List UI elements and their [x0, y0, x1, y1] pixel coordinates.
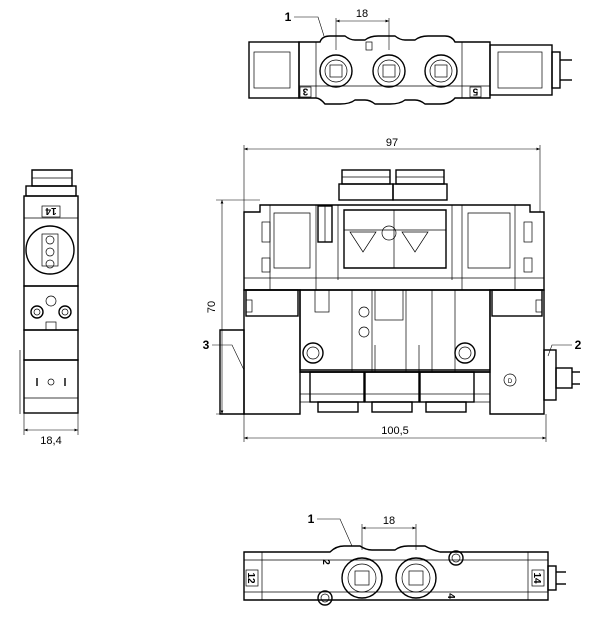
bottom-port-label-2: 2: [320, 559, 331, 565]
bottom-pitch-dimension: 18: [383, 515, 395, 527]
bottom-port-label-4: 4: [445, 593, 456, 599]
top-mark-5: 5: [472, 86, 478, 97]
front-manifold: [299, 289, 491, 373]
side-lower-body: [23, 329, 79, 361]
bottom-body: [243, 545, 549, 601]
front-callout-2: 2: [575, 338, 582, 352]
top-body: [298, 35, 491, 105]
front-callout-3: 3: [203, 338, 210, 352]
front-width-top-dimension: 97: [386, 137, 398, 149]
top-port-center: [372, 54, 406, 88]
front-width-bottom-dimension: 100,5: [381, 425, 409, 437]
bottom-mark-12: 12: [245, 572, 256, 584]
top-left-solenoid: [248, 41, 300, 99]
front-top-fittings: [338, 169, 448, 201]
side-solenoid: [23, 359, 79, 414]
front-bottom-fittings: [317, 401, 467, 413]
bottom-port-4: [395, 557, 437, 599]
bottom-mark-14: 14: [531, 572, 542, 584]
bottom-callout-1: 1: [308, 512, 315, 526]
top-mark-3: 3: [302, 86, 308, 97]
top-right-solenoid: [489, 44, 553, 96]
top-view: 3 5 18 1: [248, 8, 572, 105]
top-port-right: [424, 54, 458, 88]
front-lower-frame: [243, 289, 545, 415]
front-view: D 97 70 100,5 3 2: [203, 137, 582, 442]
bottom-view: 12 14 2 4 18 1: [243, 512, 566, 606]
side-width-dimension: 18,4: [40, 435, 61, 447]
bottom-port-2: [341, 557, 383, 599]
front-height-dimension: 70: [206, 301, 218, 313]
side-mark-14: 14: [45, 205, 57, 216]
top-callout-1: 1: [285, 10, 292, 24]
front-mount-hole-left: [302, 342, 324, 364]
top-port-left: [319, 54, 353, 88]
front-left-solenoid: [219, 329, 245, 415]
front-mount-hole-right: [454, 342, 476, 364]
svg-text:D: D: [508, 379, 513, 385]
side-view: 14 18,4: [19, 169, 79, 447]
top-pitch-dimension: 18: [356, 8, 368, 20]
side-round-cap: [25, 225, 75, 275]
